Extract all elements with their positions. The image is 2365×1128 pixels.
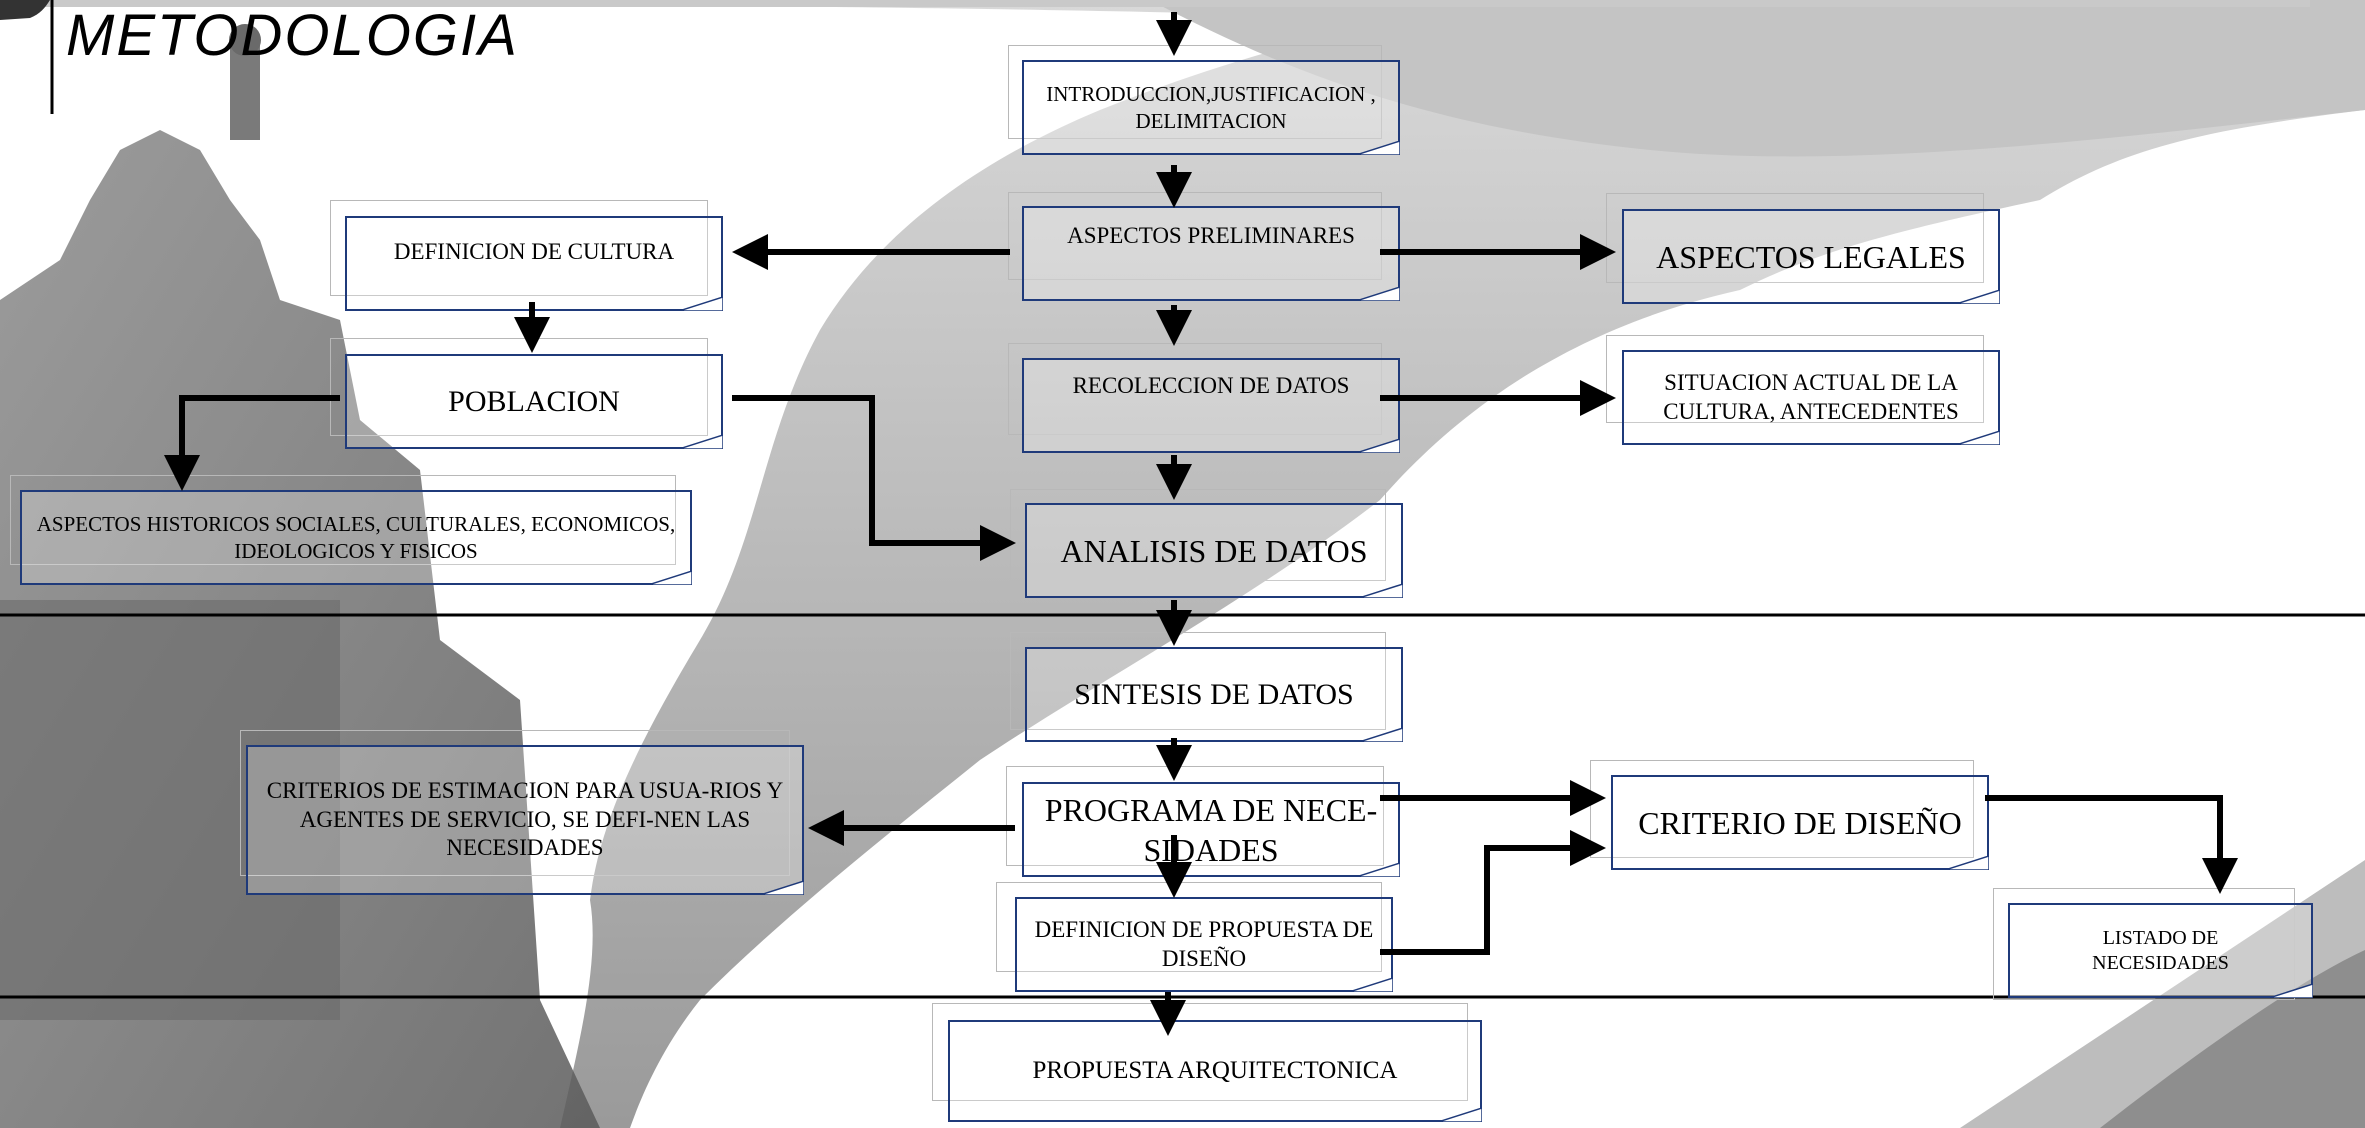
node-definicion-propuesta-label: DEFINICION DE PROPUESTA DE DISEÑO — [1034, 916, 1374, 971]
node-introduccion: INTRODUCCION,JUSTIFICACION , DELIMITACIO… — [1022, 60, 1400, 155]
node-introduccion-label: INTRODUCCION,JUSTIFICACION , DELIMITACIO… — [1046, 82, 1376, 133]
node-situacion-actual-label: SITUACION ACTUAL DE LA CULTURA, ANTECEDE… — [1663, 369, 1959, 424]
page-curl-icon — [1356, 141, 1400, 155]
node-sintesis-datos: SINTESIS DE DATOS — [1025, 647, 1403, 742]
page-curl-icon — [1356, 439, 1400, 453]
page-curl-icon — [1356, 287, 1400, 301]
node-sintesis-datos-label: SINTESIS DE DATOS — [1074, 677, 1354, 711]
node-criterios-estimacion-label: CRITERIOS DE ESTIMACION PARA USUA-RIOS Y… — [266, 777, 784, 861]
page-curl-icon — [648, 571, 692, 585]
page-curl-icon — [1349, 978, 1393, 992]
node-aspectos-historicos: ASPECTOS HISTORICOS SOCIALES, CULTURALES… — [20, 490, 692, 585]
node-definicion-cultura: DEFINICION DE CULTURA — [345, 216, 723, 311]
page-curl-icon — [1956, 290, 2000, 304]
node-poblacion: POBLACION — [345, 354, 723, 449]
node-aspectos-historicos-label: ASPECTOS HISTORICOS SOCIALES, CULTURALES… — [36, 512, 676, 563]
node-analisis-datos: ANALISIS DE DATOS — [1025, 503, 1403, 598]
node-propuesta-arquitectonica-label: PROPUESTA ARQUITECTONICA — [1032, 1057, 1398, 1085]
page-curl-icon — [1359, 728, 1403, 742]
node-programa-necesidades: PROGRAMA DE NECE-SIDADES — [1022, 782, 1400, 877]
page-curl-icon — [760, 881, 804, 895]
node-aspectos-preliminares: ASPECTOS PRELIMINARES — [1022, 206, 1400, 301]
node-criterios-estimacion: CRITERIOS DE ESTIMACION PARA USUA-RIOS Y… — [246, 745, 804, 895]
node-definicion-propuesta: DEFINICION DE PROPUESTA DE DISEÑO — [1015, 897, 1393, 992]
node-analisis-datos-label: ANALISIS DE DATOS — [1060, 532, 1368, 569]
node-definicion-cultura-label: DEFINICION DE CULTURA — [393, 239, 675, 264]
node-criterio-diseno: CRITERIO DE DISEÑO — [1611, 775, 1989, 870]
node-programa-necesidades-label: PROGRAMA DE NECE-SIDADES — [1044, 791, 1378, 868]
node-aspectos-preliminares-label: ASPECTOS PRELIMINARES — [1067, 223, 1355, 248]
page-title: METODOLOGIA — [66, 3, 519, 68]
node-aspectos-legales-label: ASPECTOS LEGALES — [1656, 238, 1966, 275]
node-recoleccion-datos-label: RECOLECCION DE DATOS — [1072, 373, 1350, 398]
node-recoleccion-datos: RECOLECCION DE DATOS — [1022, 358, 1400, 453]
node-criterio-diseno-label: CRITERIO DE DISEÑO — [1638, 804, 1962, 841]
node-poblacion-label: POBLACION — [448, 384, 620, 418]
node-listado-necesidades-label: LISTADO DE NECESIDADES — [2092, 926, 2229, 974]
page-curl-icon — [1359, 584, 1403, 598]
node-situacion-actual: SITUACION ACTUAL DE LA CULTURA, ANTECEDE… — [1622, 350, 2000, 445]
page-curl-icon — [679, 435, 723, 449]
page-curl-icon — [1945, 856, 1989, 870]
page-curl-icon — [679, 297, 723, 311]
node-listado-necesidades: LISTADO DE NECESIDADES — [2008, 903, 2313, 998]
page-curl-icon — [2269, 984, 2313, 998]
node-propuesta-arquitectonica: PROPUESTA ARQUITECTONICA — [948, 1020, 1482, 1122]
page-curl-icon — [1956, 431, 2000, 445]
node-aspectos-legales: ASPECTOS LEGALES — [1622, 209, 2000, 304]
page-curl-icon — [1438, 1108, 1482, 1122]
logo-corner — [0, 0, 50, 20]
page-curl-icon — [1356, 863, 1400, 877]
